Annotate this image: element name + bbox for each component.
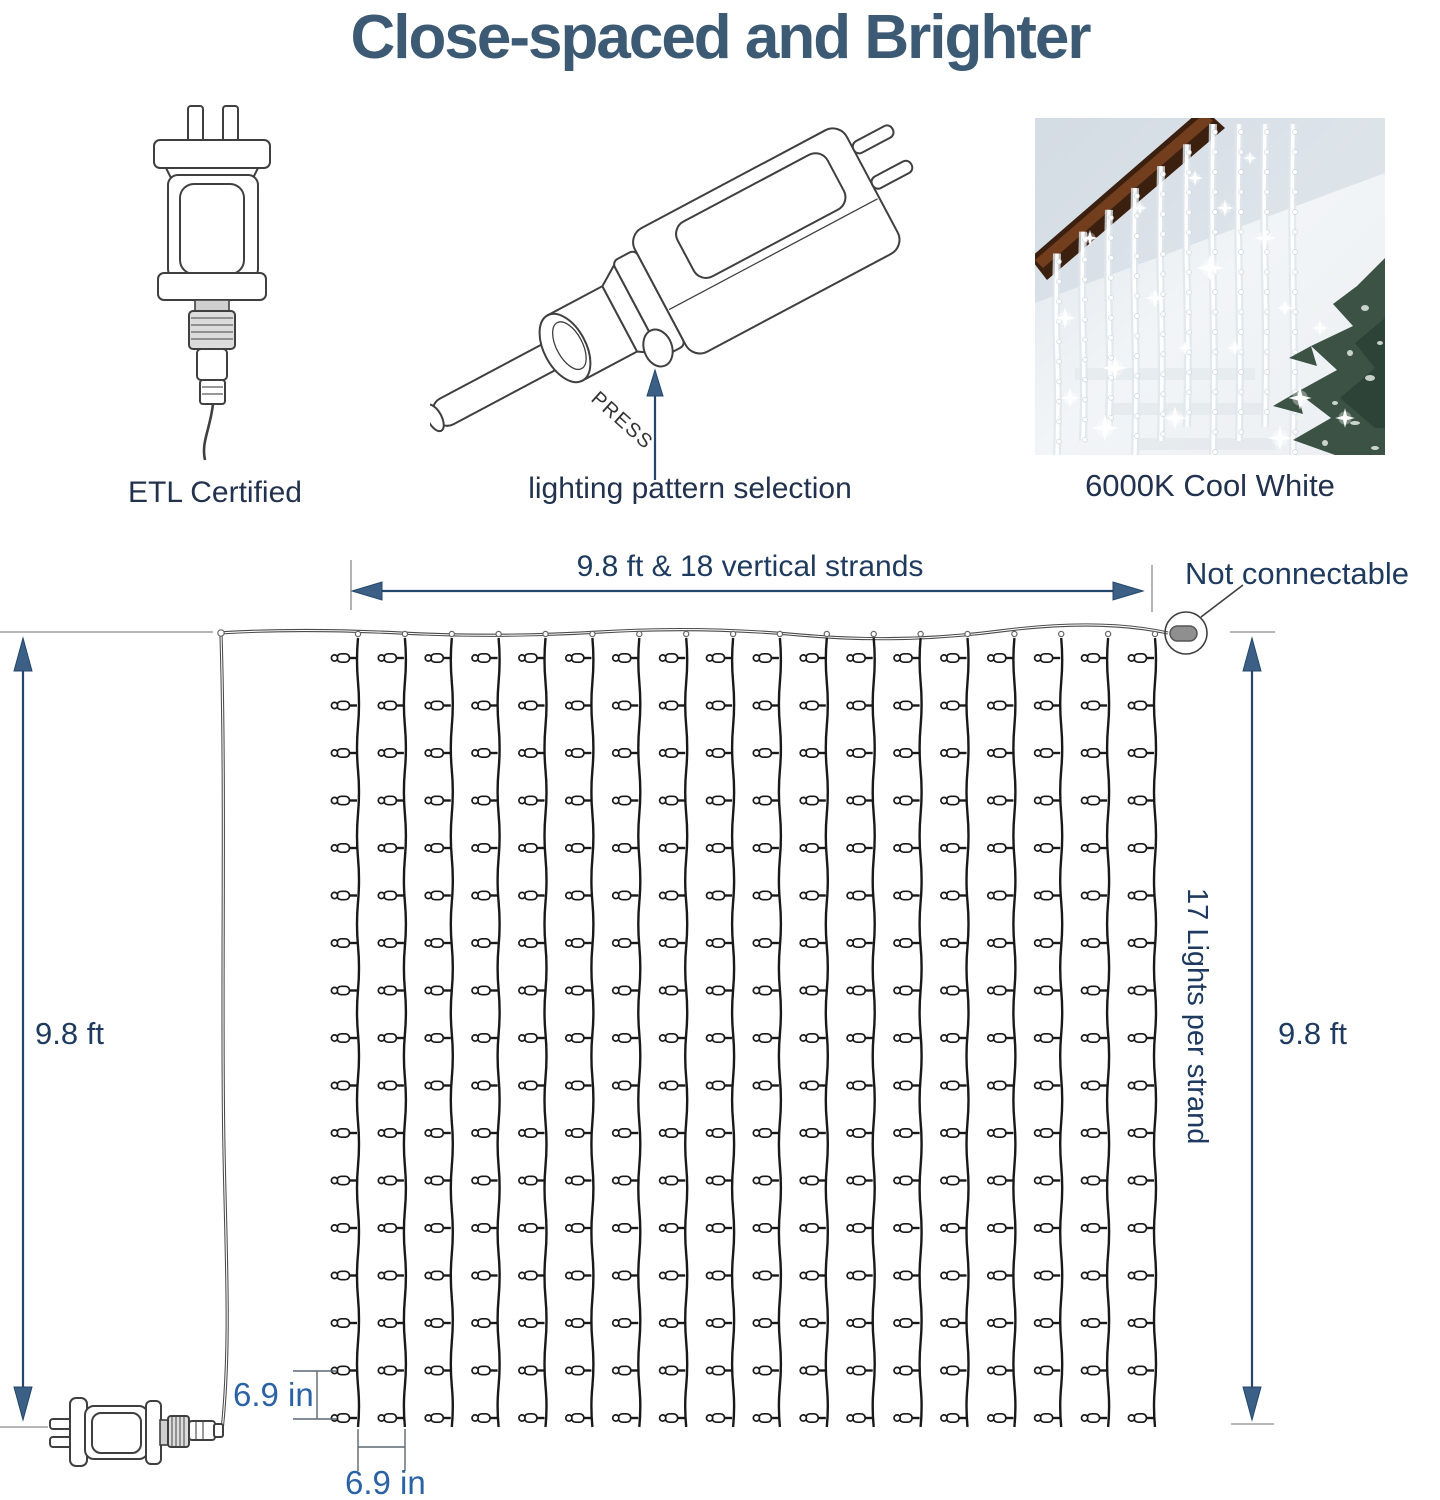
not-connectable-label: Not connectable bbox=[1185, 556, 1410, 591]
width-dimension bbox=[350, 560, 1153, 612]
pattern-selection-label: lighting pattern selection bbox=[528, 472, 852, 505]
top-wire bbox=[217, 623, 1169, 641]
page-title: Close-spaced and Brighter bbox=[350, 3, 1092, 72]
bulb-spacing-label: 6.9 in bbox=[233, 1376, 314, 1413]
pattern-plug-drawing: PRESS bbox=[430, 124, 914, 480]
right-height-label: 9.8 ft bbox=[1278, 1016, 1347, 1051]
width-dimension-label: 9.8 ft & 18 vertical strands bbox=[576, 550, 924, 583]
staircase-photo bbox=[1035, 118, 1385, 455]
left-height-dimension bbox=[0, 631, 213, 1428]
strand-spacing-measure bbox=[357, 1429, 406, 1471]
left-height-label: 9.8 ft bbox=[35, 1016, 104, 1051]
photo-sparkles bbox=[1054, 150, 1355, 451]
etl-adapter-drawing bbox=[153, 105, 271, 461]
pattern-button bbox=[642, 328, 674, 368]
lights-per-strand-label: 17 Lights per strand bbox=[1181, 888, 1213, 1145]
strand-spacing-label: 6.9 in bbox=[345, 1464, 426, 1500]
curtain-lights bbox=[330, 630, 1159, 1428]
power-plug-illustration bbox=[49, 1397, 224, 1467]
right-height-dimension bbox=[1230, 631, 1275, 1425]
bulb-spacing-measure bbox=[293, 1370, 337, 1420]
end-cap bbox=[1164, 584, 1244, 655]
cool-white-label: 6000K Cool White bbox=[1085, 468, 1335, 503]
photo-light-strands bbox=[1052, 123, 1298, 455]
etl-adapter-art bbox=[153, 105, 271, 461]
pattern-callout-arrow bbox=[646, 368, 664, 480]
pattern-plug-art bbox=[430, 124, 914, 433]
photo-frost bbox=[1296, 275, 1383, 450]
etl-certified-label: ETL Certified bbox=[128, 476, 302, 509]
power-cord bbox=[217, 629, 229, 1432]
